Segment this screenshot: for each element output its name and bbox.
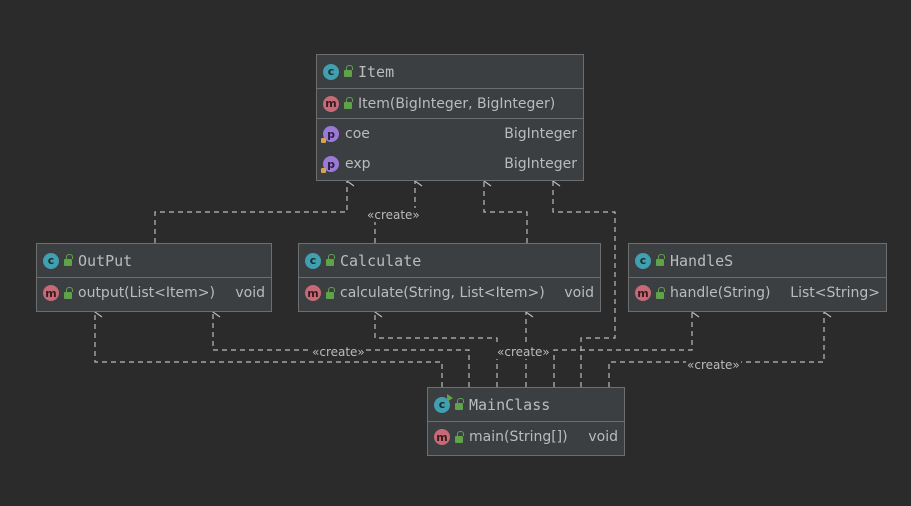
method-name: output(List<Item>) <box>78 285 215 301</box>
method-type: void <box>235 285 265 301</box>
field-name: exp <box>345 156 371 172</box>
edge-output-item <box>154 181 347 243</box>
method-icon: m <box>323 95 339 112</box>
public-lock-icon <box>326 254 335 266</box>
class-calculate[interactable]: c Calculate m calculate(String, List<Ite… <box>298 243 601 312</box>
class-mainclass[interactable]: c MainClass m main(String[]) void <box>427 387 625 456</box>
class-icon: c <box>635 252 651 269</box>
edge-label-create: «create» <box>686 358 741 372</box>
edge-main-calculate-1 <box>375 312 498 387</box>
edge-main-handles-1 <box>553 312 692 387</box>
method-icon: m <box>43 285 59 301</box>
method-row[interactable]: m calculate(String, List<Item>) void <box>299 278 600 308</box>
constructor-row[interactable]: m Item(BigInteger, BigInteger) <box>317 89 583 119</box>
class-header: c Item <box>317 55 583 89</box>
public-lock-icon <box>656 254 665 266</box>
edge-calculate-item-2 <box>484 181 528 243</box>
public-lock-icon <box>344 97 353 109</box>
field-row[interactable]: p exp BigInteger <box>317 149 583 179</box>
public-lock-icon <box>326 286 335 299</box>
method-row[interactable]: m output(List<Item>) void <box>37 278 271 308</box>
class-name: HandleS <box>670 251 734 270</box>
class-name: Calculate <box>340 251 422 270</box>
class-header: c Calculate <box>299 244 600 278</box>
class-name: MainClass <box>469 395 551 414</box>
method-name: main(String[]) <box>469 429 568 445</box>
method-type: void <box>564 285 594 301</box>
edge-label-create: «create» <box>311 345 366 359</box>
class-handles[interactable]: c HandleS m handle(String) List<String> <box>628 243 887 312</box>
property-icon: p <box>321 156 339 173</box>
public-lock-icon <box>64 286 73 299</box>
public-lock-icon <box>64 254 73 266</box>
class-icon: c <box>434 393 453 413</box>
class-icon: c <box>323 63 339 80</box>
class-icon: c <box>305 252 321 269</box>
class-name: OutPut <box>78 251 133 270</box>
class-output[interactable]: c OutPut m output(List<Item>) void <box>36 243 272 312</box>
class-icon: c <box>43 252 59 269</box>
method-type: void <box>588 429 618 445</box>
public-lock-icon <box>455 430 464 443</box>
method-name: handle(String) <box>670 285 771 301</box>
edge-label-create: «create» <box>366 208 421 222</box>
property-icon: p <box>321 126 339 143</box>
runnable-icon <box>447 393 453 402</box>
method-icon: m <box>434 429 450 445</box>
edge-main-output-1 <box>95 312 443 387</box>
method-row[interactable]: m handle(String) List<String> <box>629 278 886 308</box>
class-header: c HandleS <box>629 244 886 278</box>
public-lock-icon <box>455 398 464 410</box>
class-header: c OutPut <box>37 244 271 278</box>
method-row[interactable]: m main(String[]) void <box>428 422 624 452</box>
method-name: calculate(String, List<Item>) <box>340 285 545 301</box>
field-name: coe <box>345 126 370 142</box>
method-icon: m <box>305 285 321 301</box>
edge-label-create: «create» <box>496 345 551 359</box>
class-item[interactable]: c Item m Item(BigInteger, BigInteger) p … <box>316 54 584 181</box>
method-type: List<String> <box>790 285 880 301</box>
field-type: BigInteger <box>504 126 577 142</box>
public-lock-icon <box>656 286 665 299</box>
public-lock-icon <box>344 65 353 77</box>
class-header: c MainClass <box>428 388 624 422</box>
constructor-name: Item(BigInteger, BigInteger) <box>358 95 556 112</box>
method-icon: m <box>635 285 651 301</box>
edge-main-item <box>553 181 616 387</box>
class-name: Item <box>358 62 395 81</box>
field-row[interactable]: p coe BigInteger <box>317 119 583 149</box>
field-type: BigInteger <box>504 156 577 172</box>
edge-main-handles-2 <box>608 312 824 387</box>
